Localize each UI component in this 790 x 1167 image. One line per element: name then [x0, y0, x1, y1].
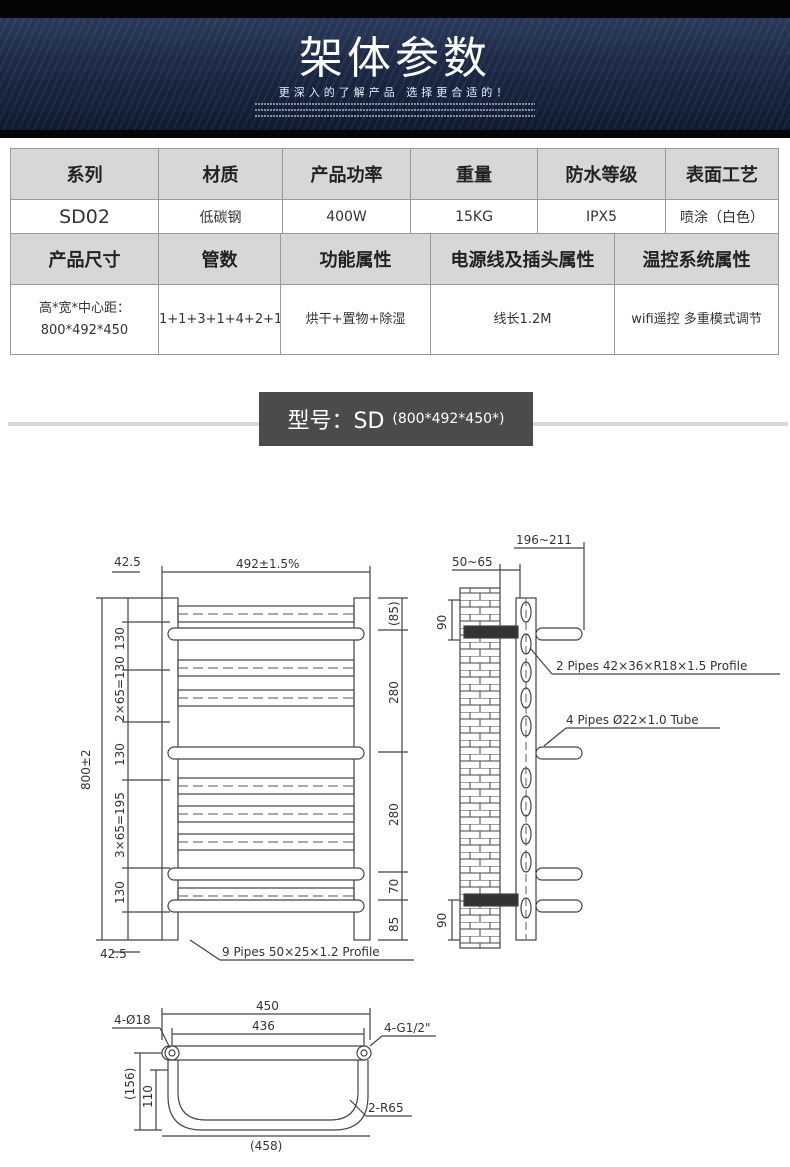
- front-crossbars: [177, 605, 355, 905]
- left-dim-4: 3×65=195: [113, 792, 127, 858]
- size-line-1: 高*宽*中心距：: [38, 300, 130, 316]
- side-view: [448, 542, 780, 949]
- front-width-dim: 492±1.5%: [236, 557, 299, 571]
- front-height-dim: 800±2: [79, 749, 93, 790]
- header-material: 材质: [158, 148, 283, 200]
- value-size: 高*宽*中心距： 800*492*450: [10, 284, 159, 355]
- side-top-dim: 90: [435, 615, 449, 630]
- side-depth-dim: 196~211: [516, 533, 572, 547]
- technical-drawing: 42.5 492±1.5% 42.5 800±2 130 2×65=130 13…: [79, 533, 780, 1153]
- banner-decor-line: [255, 115, 535, 117]
- header-weight: 重量: [410, 148, 538, 200]
- bottom-holes: 4-Ø18: [114, 1013, 151, 1027]
- bottom-inner-dim: 436: [252, 1019, 275, 1033]
- model-label: 型号：SD: [287, 409, 385, 434]
- left-dim-5: 130: [113, 881, 127, 904]
- right-dim-1: (85): [387, 601, 401, 626]
- left-dim-2: 2×65=130: [113, 656, 127, 722]
- bottom-view: [112, 1008, 436, 1137]
- table-row: 产品尺寸 管数 功能属性 电源线及插头属性 温控系统属性: [10, 233, 779, 285]
- table-row: SD02 低碳钢 400W 15KG IPX5 喷涂（白色）: [10, 199, 779, 235]
- right-dim-5: 85: [387, 917, 401, 932]
- bottom-radius: 2-R65: [368, 1101, 404, 1115]
- value-function: 烘干+置物+除湿: [280, 284, 431, 355]
- banner-background: [0, 18, 790, 130]
- value-material: 低碳钢: [158, 199, 283, 235]
- side-note-2: 4 Pipes Ø22×1.0 Tube: [566, 713, 699, 727]
- table-row: 高*宽*中心距： 800*492*450 1+1+3+1+4+2+1 烘干+置物…: [10, 284, 779, 355]
- value-pipes: 1+1+3+1+4+2+1: [158, 284, 281, 355]
- bottom-depth: (458): [250, 1139, 282, 1153]
- banner-decor-line: [255, 103, 535, 105]
- size-line-2: 800*492*450: [40, 322, 129, 338]
- side-bottom-dim: 90: [435, 913, 449, 928]
- front-view: [96, 566, 414, 961]
- front-bottom-offset: 42.5: [100, 947, 127, 961]
- right-dim-2: 280: [387, 681, 401, 704]
- header-banner: 架体参数 更深入的了解产品 选择更合适的！: [0, 0, 790, 138]
- header-surface: 表面工艺: [665, 148, 779, 200]
- value-cable: 线长1.2M: [430, 284, 615, 355]
- header-waterproof: 防水等级: [537, 148, 666, 200]
- banner-subtitle: 更深入的了解产品 选择更合适的！: [278, 86, 512, 99]
- banner-title: 架体参数: [299, 33, 491, 84]
- bottom-height-2: 110: [141, 1085, 155, 1108]
- bottom-height-1: (156): [123, 1068, 137, 1100]
- bottom-thread: 4-G1/2": [384, 1021, 431, 1035]
- side-note-1: 2 Pipes 42×36×R18×1.5 Profile: [556, 659, 747, 673]
- right-dim-3: 280: [387, 803, 401, 826]
- model-badge: 型号：SD (800*492*450*): [259, 392, 533, 446]
- value-surface: 喷涂（白色）: [665, 199, 779, 235]
- front-round-tubes: [167, 627, 365, 913]
- right-dim-4: 70: [387, 879, 401, 894]
- header-pipes: 管数: [158, 233, 281, 285]
- front-pipes-note: 9 Pipes 50×25×1.2 Profile: [222, 945, 380, 959]
- left-dim-3: 130: [113, 743, 127, 766]
- header-power: 产品功率: [282, 148, 411, 200]
- value-control: wifi遥控 多重模式调节: [614, 284, 779, 355]
- header-function: 功能属性: [280, 233, 431, 285]
- bottom-outer-dim: 450: [256, 999, 279, 1013]
- model-dims: (800*492*450*): [392, 411, 505, 427]
- left-dim-1: 130: [113, 627, 127, 650]
- header-control: 温控系统属性: [614, 233, 779, 285]
- side-wall-dim: 50~65: [452, 555, 493, 569]
- value-series: SD02: [10, 199, 159, 235]
- front-top-offset: 42.5: [114, 555, 141, 569]
- spec-table-2: 产品尺寸 管数 功能属性 电源线及插头属性 温控系统属性 高*宽*中心距： 80…: [10, 233, 779, 355]
- table-row: 系列 材质 产品功率 重量 防水等级 表面工艺: [10, 148, 779, 200]
- header-cable: 电源线及插头属性: [430, 233, 615, 285]
- spec-table: 系列 材质 产品功率 重量 防水等级 表面工艺 SD02 低碳钢 400W 15…: [10, 148, 779, 235]
- value-weight: 15KG: [410, 199, 538, 235]
- header-size: 产品尺寸: [10, 233, 159, 285]
- header-series: 系列: [10, 148, 159, 200]
- value-waterproof: IPX5: [537, 199, 666, 235]
- banner-decor-line: [255, 109, 535, 111]
- value-power: 400W: [282, 199, 411, 235]
